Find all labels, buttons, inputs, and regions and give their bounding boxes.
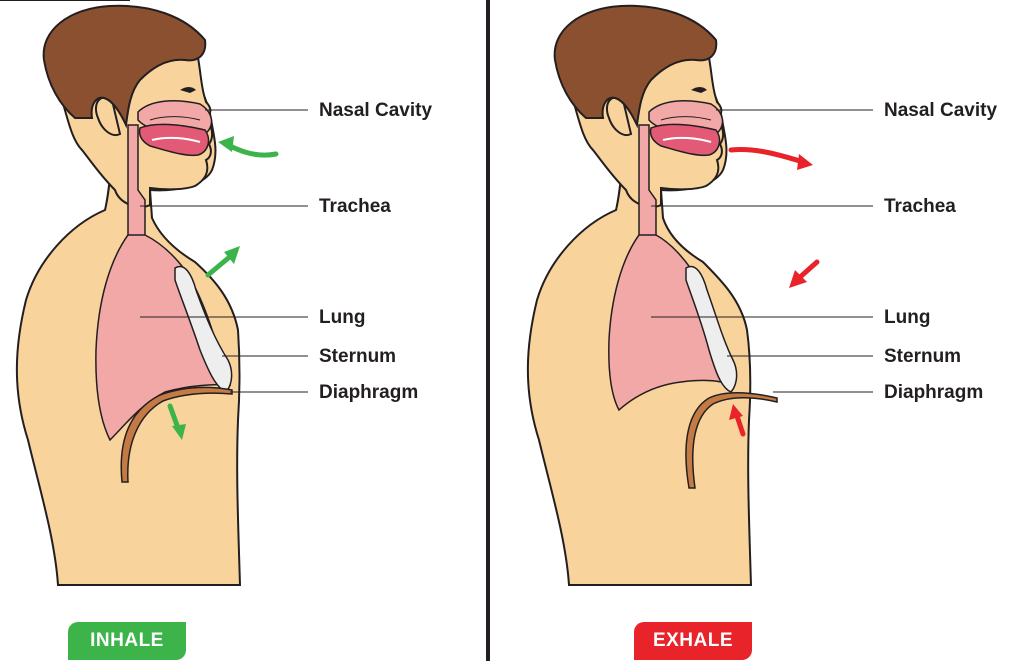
chest-expand-arrow [208,246,240,275]
label-lung: Lung [884,308,930,327]
exhale-panel: Nasal Cavity Trachea Lung Sternum Diaphr… [511,0,1021,661]
exhale-badge: EXHALE [634,622,752,660]
label-diaphragm: Diaphragm [319,383,418,402]
label-diaphragm: Diaphragm [884,383,983,402]
label-trachea: Trachea [884,197,956,216]
label-trachea: Trachea [319,197,391,216]
inhale-figure [0,0,510,661]
label-lung: Lung [319,308,365,327]
airflow-arrow-in [218,136,276,155]
label-nasal-cavity: Nasal Cavity [884,101,997,120]
inhale-panel: Nasal Cavity Trachea Lung Sternum Diaphr… [0,0,510,661]
panel-divider [486,0,490,661]
label-sternum: Sternum [319,347,396,366]
inhale-badge: INHALE [68,622,186,660]
label-sternum: Sternum [884,347,961,366]
airflow-arrow-out [731,150,813,171]
label-nasal-cavity: Nasal Cavity [319,101,432,120]
chest-contract-arrow [789,262,817,288]
